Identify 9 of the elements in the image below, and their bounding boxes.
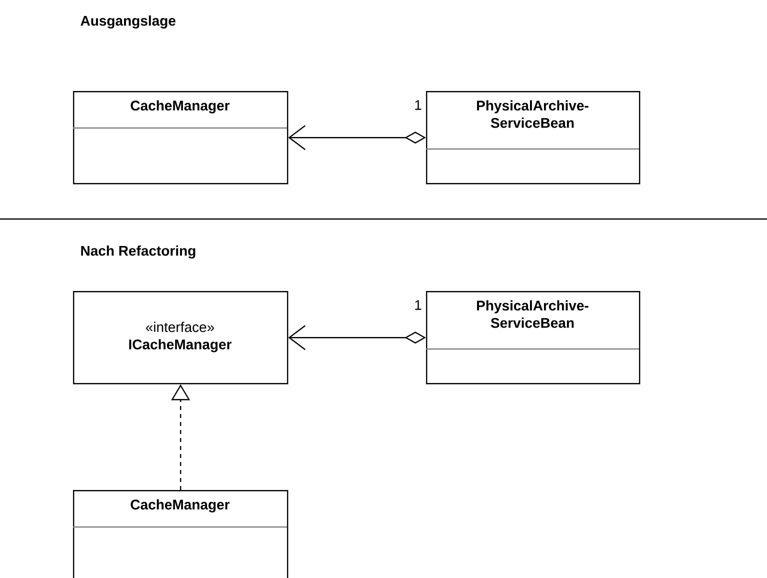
class-box: PhysicalArchive- ServiceBean (426, 91, 640, 184)
class-box: PhysicalArchive- ServiceBean (426, 291, 640, 384)
multiplicity-label: 1 (415, 100, 422, 110)
multiplicity-label: 1 (415, 300, 422, 310)
class-box: CacheManager (73, 91, 288, 184)
class-box: CacheManager (73, 490, 288, 578)
section-heading: Ausgangslage (80, 15, 176, 29)
section-heading: Nach Refactoring (81, 245, 196, 259)
class-box: «interface» ICacheManager (73, 291, 288, 384)
